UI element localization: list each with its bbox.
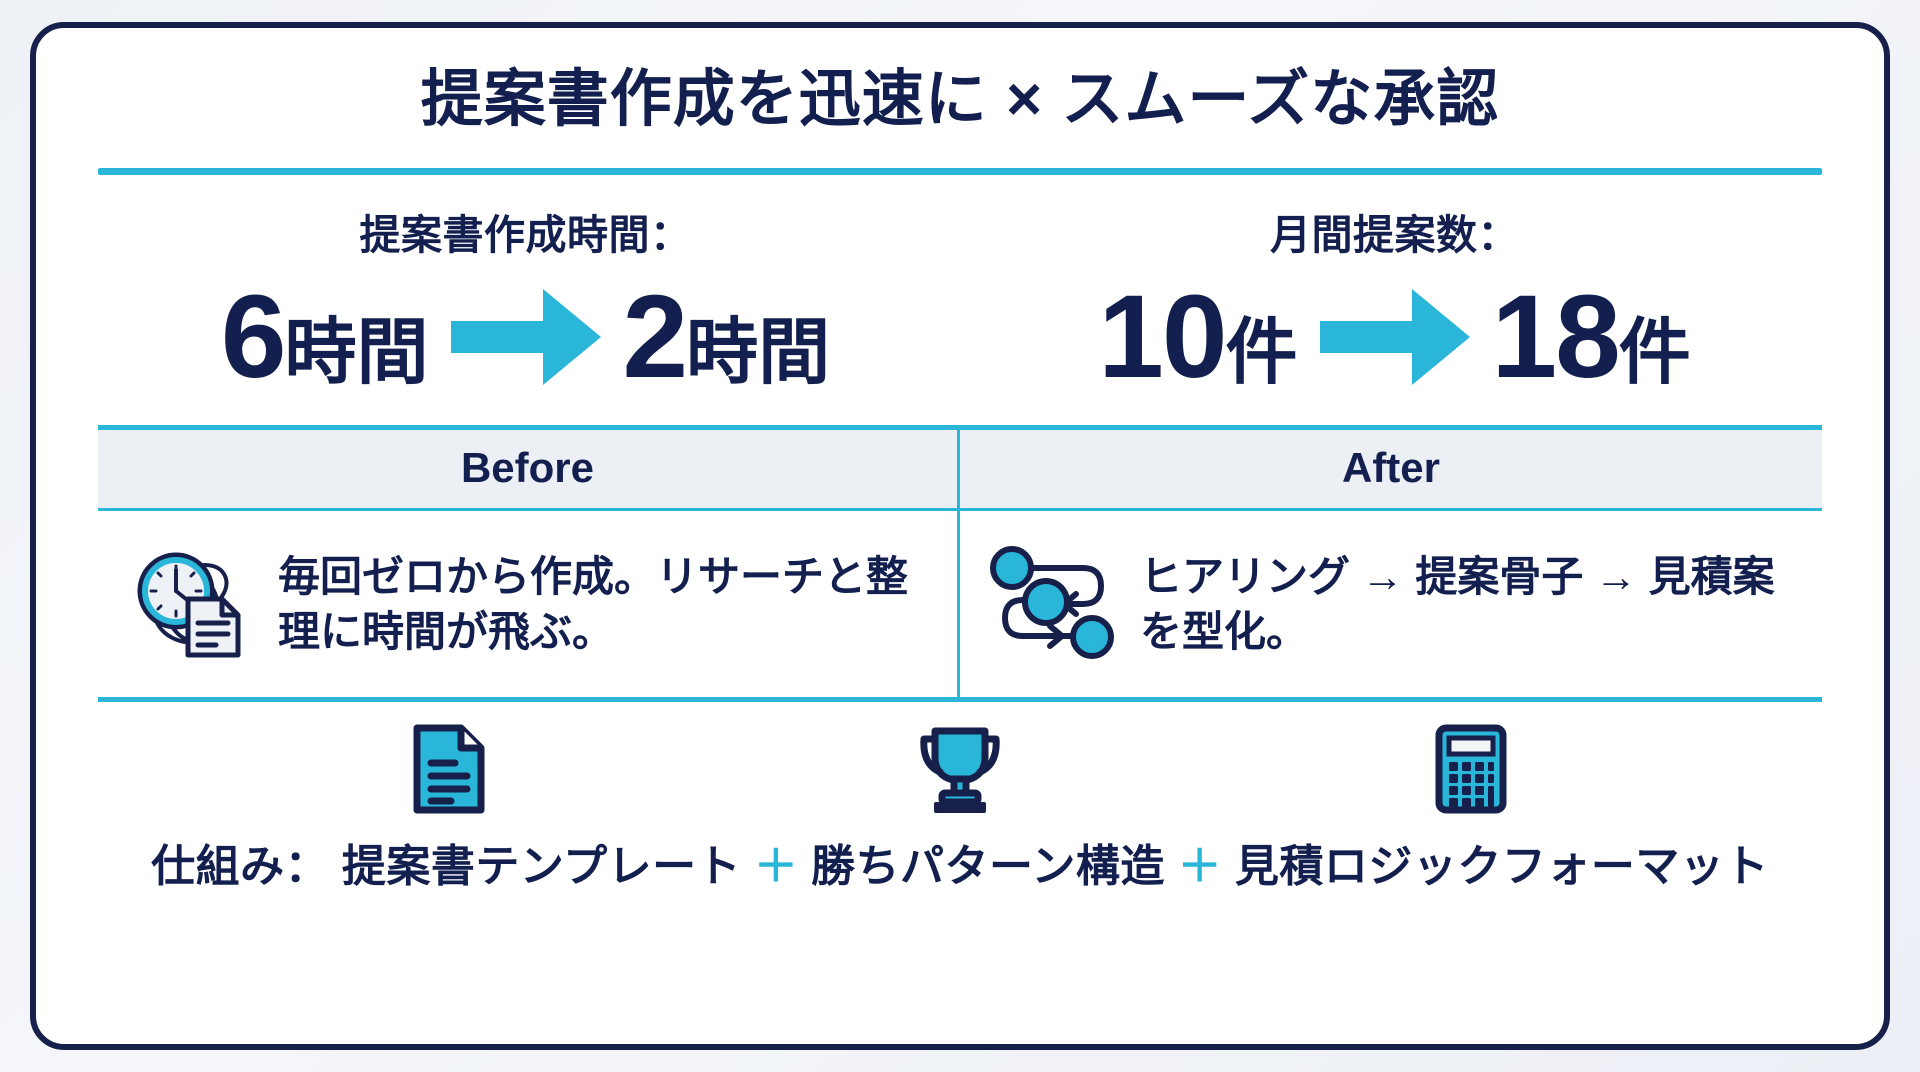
- stat-before-number: 10: [1098, 271, 1227, 404]
- table-cell-after-text: ヒアリング → 提案骨子 → 見積案を型化。: [1140, 552, 1775, 656]
- before-after-table: Before After: [98, 425, 1822, 703]
- footer-caption: 仕組み： 提案書テンプレート ＋ 勝ちパターン構造 ＋ 見積ロジックフォーマット: [98, 830, 1822, 894]
- stat-label: 提案書作成時間：: [359, 212, 692, 259]
- footer-prefix: 仕組み：: [151, 842, 330, 892]
- page-title: 提案書作成を迅速に × スムーズな承認: [420, 65, 1500, 134]
- plus-separator-icon: ＋: [753, 842, 799, 892]
- stat-after-unit: 時間: [686, 313, 831, 394]
- stat-before-unit: 件: [1225, 313, 1298, 394]
- right-arrow-icon: [1319, 289, 1470, 386]
- footer-item-quote-format: 見積ロジックフォーマット: [1234, 842, 1769, 892]
- trophy-icon: [917, 723, 1003, 820]
- clock-document-icon: [126, 537, 256, 672]
- footer-icon-row: [98, 716, 1822, 820]
- footer-section: 仕組み： 提案書テンプレート ＋ 勝ちパターン構造 ＋ 見積ロジックフォーマット: [36, 716, 1884, 894]
- column-header-after: After: [1341, 444, 1440, 492]
- calculator-icon: [1433, 723, 1509, 820]
- stat-after-number: 2: [622, 271, 689, 404]
- stat-before-number: 6: [220, 271, 287, 404]
- plus-separator-icon: ＋: [1177, 842, 1223, 892]
- table-cell-before: 毎回ゼロから作成。リサーチと整理に時間が飛ぶ。: [98, 511, 960, 698]
- workflow-nodes-icon: [988, 542, 1118, 667]
- stat-after-unit: 件: [1618, 313, 1691, 394]
- table-body-row: 毎回ゼロから作成。リサーチと整理に時間が飛ぶ。: [98, 511, 1822, 698]
- right-arrow-icon: [450, 289, 601, 386]
- table-cell-before-text: 毎回ゼロから作成。リサーチと整理に時間が飛ぶ。: [278, 552, 909, 656]
- table-header-row: Before After: [98, 430, 1822, 512]
- footer-item-pattern: 勝ちパターン構造: [811, 842, 1165, 892]
- footer-item-template: 提案書テンプレート: [341, 842, 742, 892]
- column-header-before: Before: [98, 430, 960, 509]
- title-underline-rule: [98, 168, 1822, 176]
- document-icon: [411, 723, 487, 820]
- title-section: 提案書作成を迅速に × スムーズな承認: [36, 28, 1884, 134]
- stat-after-number: 18: [1491, 271, 1621, 404]
- stat-label: 月間提案数：: [1270, 212, 1519, 259]
- stat-before-unit: 時間: [284, 313, 429, 394]
- table-cell-after: ヒアリング → 提案骨子 → 見積案を型化。: [960, 511, 1822, 697]
